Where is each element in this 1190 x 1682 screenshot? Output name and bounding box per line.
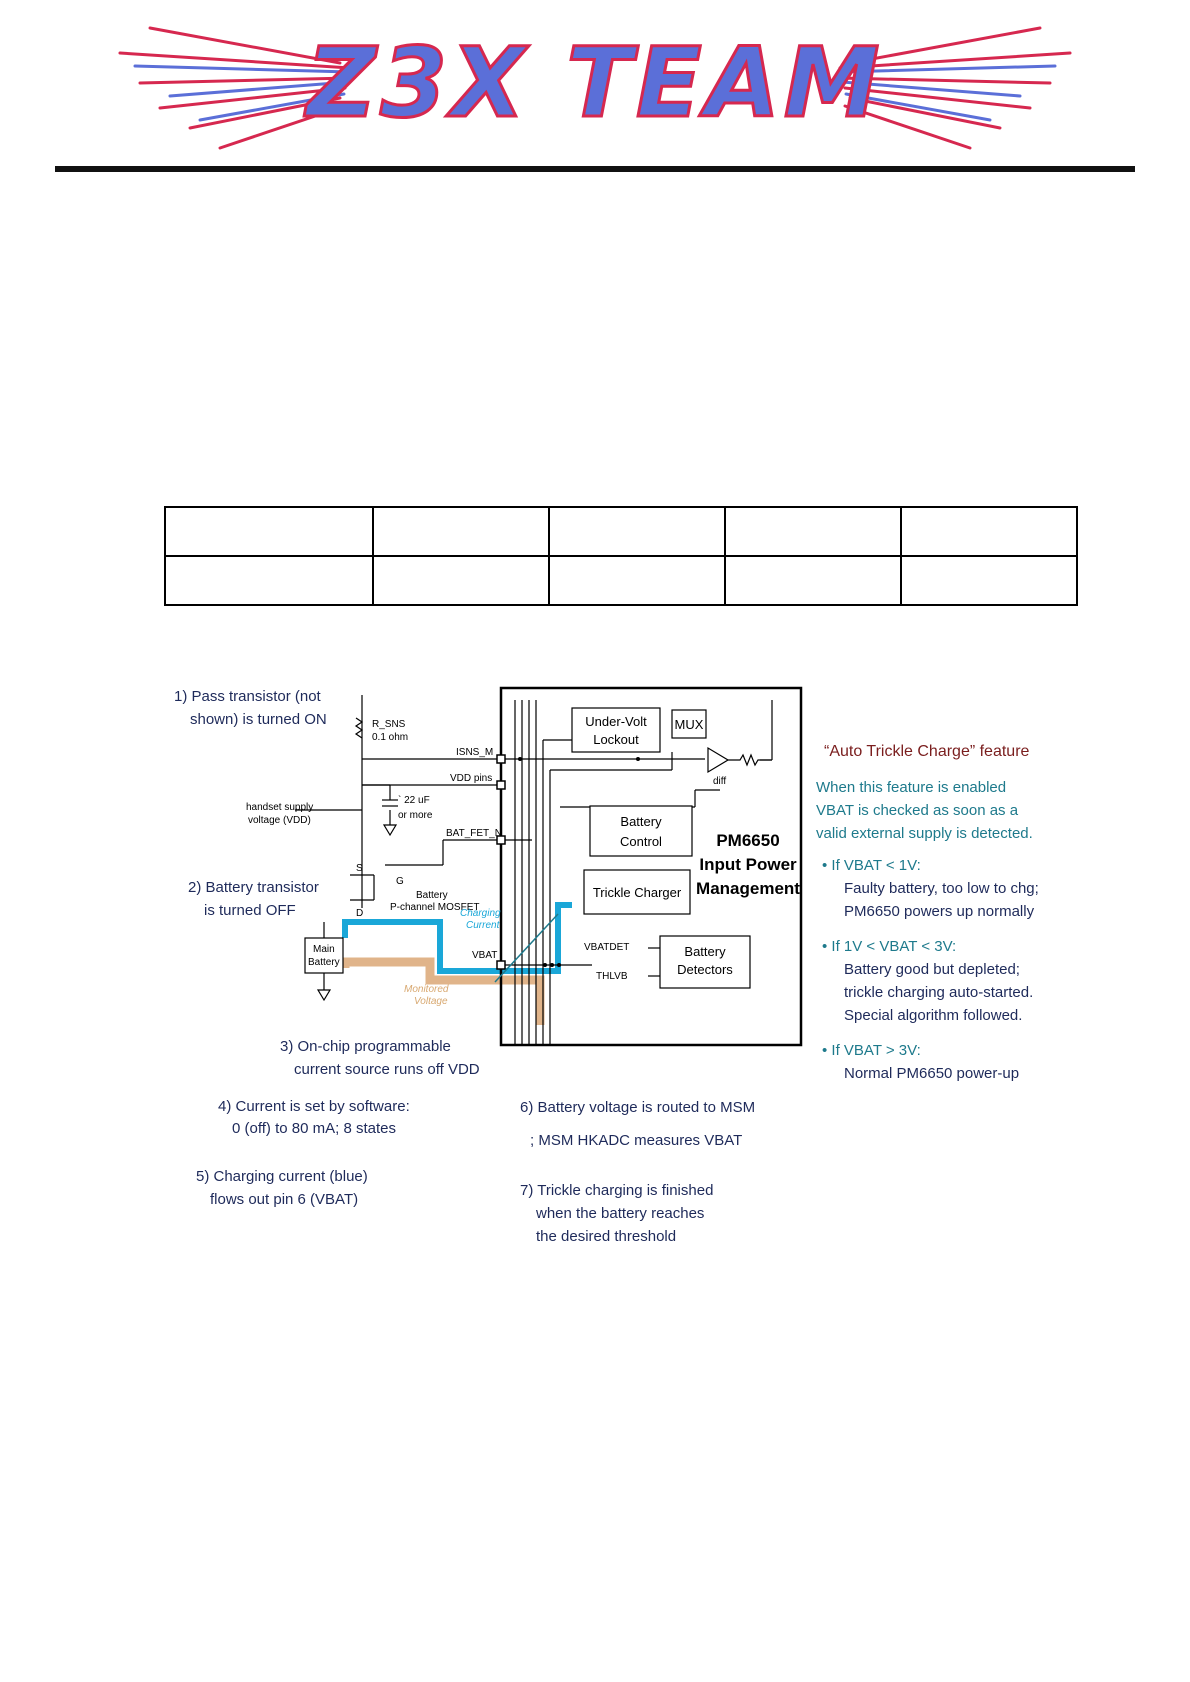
feature-bullet-2: • If 1V < VBAT < 3V:	[822, 938, 956, 955]
monitored-label-a: Monitored	[404, 984, 449, 995]
table-cell	[372, 506, 550, 557]
d-label: D	[356, 908, 363, 919]
step-3-line-2: current source runs off VDD	[294, 1061, 480, 1078]
mosfet-label-b: P-channel MOSFET	[390, 902, 479, 913]
cap-label-a: ` 22 uF	[398, 794, 430, 806]
table-cell	[164, 555, 374, 606]
step-7-line-1: 7) Trickle charging is finished	[520, 1182, 713, 1199]
diff-amp-icon	[707, 746, 730, 774]
main-battery-label-b: Battery	[308, 957, 340, 968]
feature-bullet-1-a: Faulty battery, too low to chg;	[844, 880, 1039, 897]
battery-detectors-box	[659, 935, 751, 989]
right-wing-icon	[838, 26, 1072, 150]
table-cell	[548, 506, 726, 557]
logo-text: Z3X TEAM	[304, 27, 884, 139]
g-label: G	[396, 876, 404, 887]
r-val-label: 0.1 ohm	[372, 732, 408, 743]
table-row	[164, 555, 1078, 606]
vbatdet-label: VBATDET	[584, 942, 629, 953]
vdd-pins-label: VDD pins	[450, 773, 492, 784]
mosfet-label-a: Battery	[416, 890, 448, 901]
thlvb-label: THLVB	[596, 971, 628, 982]
z3x-team-logo: Z3X TEAM	[118, 26, 1072, 150]
table-cell	[372, 555, 550, 606]
trickle-charger-label: Trickle Charger	[593, 885, 682, 900]
battery-control-box	[589, 805, 693, 857]
trickle-charge-diagram: R_SNS 0.1 ohm ISNS_M VDD pins ` 22 uF or…	[174, 686, 1039, 1245]
vdd-label-b: voltage (VDD)	[248, 815, 311, 826]
table-cell	[548, 555, 726, 606]
step-6-line-1: 6) Battery voltage is routed to MSM	[520, 1099, 755, 1116]
battery-control-label-a: Battery	[620, 814, 662, 829]
feature-bullet-3-a: Normal PM6650 power-up	[844, 1065, 1019, 1082]
isns-label: ISNS_M	[456, 747, 493, 758]
table-row	[164, 506, 1078, 557]
step-4-line-2: 0 (off) to 80 mA; 8 states	[232, 1120, 396, 1137]
battery-detectors-label-b: Detectors	[677, 962, 733, 977]
charging-label-a: Charging	[460, 908, 501, 919]
table-cell	[900, 506, 1078, 557]
table-cell	[900, 555, 1078, 606]
step-1-line-1: 1) Pass transistor (not	[174, 688, 322, 705]
step-3-line-1: 3) On-chip programmable	[280, 1038, 451, 1055]
uvlo-label-a: Under-Volt	[585, 714, 647, 729]
diff-label: diff	[713, 776, 726, 787]
pm6650-chip	[499, 686, 803, 1047]
vdd-label-a: handset supply	[246, 802, 313, 813]
step-6-line-2: ; MSM HKADC measures VBAT	[530, 1132, 742, 1149]
step-1-line-2: shown) is turned ON	[190, 711, 327, 728]
feature-intro-2: VBAT is checked as soon as a	[816, 802, 1019, 819]
table-cell	[724, 555, 902, 606]
charging-label-b: Current	[466, 920, 501, 931]
step-7-line-2: when the battery reaches	[535, 1205, 704, 1222]
battery-control-label-b: Control	[620, 834, 662, 849]
left-wing-icon	[118, 26, 352, 150]
table-cell	[164, 506, 374, 557]
feature-title: “Auto Trickle Charge” feature	[824, 743, 1030, 760]
feature-intro-1: When this feature is enabled	[816, 779, 1006, 796]
pm6650-title-b: Input Power	[699, 855, 797, 874]
step-5-line-2: flows out pin 6 (VBAT)	[210, 1191, 358, 1208]
batfet-label: BAT_FET_N	[446, 828, 502, 839]
uvlo-label-b: Lockout	[593, 732, 639, 747]
under-volt-lockout-box	[571, 707, 661, 753]
data-table	[164, 506, 1078, 606]
table-cell	[724, 506, 902, 557]
vbat-label: VBAT	[472, 950, 497, 961]
step-2-line-2: is turned OFF	[204, 902, 296, 919]
mux-box	[671, 709, 707, 739]
feature-intro-3: valid external supply is detected.	[816, 825, 1033, 842]
monitored-voltage-path	[340, 957, 545, 1025]
pm6650-title-a: PM6650	[716, 831, 779, 850]
feature-bullet-1: • If VBAT < 1V:	[822, 857, 921, 874]
feature-bullet-1-b: PM6650 powers up normally	[844, 903, 1035, 920]
step-4-line-1: 4) Current is set by software:	[218, 1098, 410, 1115]
main-battery-box	[304, 937, 344, 974]
r-sns-label: R_SNS	[372, 719, 406, 730]
step-5-line-1: 5) Charging current (blue)	[196, 1168, 368, 1185]
feature-bullet-2-c: Special algorithm followed.	[844, 1007, 1022, 1024]
s-label: S	[356, 863, 363, 874]
feature-bullet-2-a: Battery good but depleted;	[844, 961, 1020, 978]
step-2-line-1: 2) Battery transistor	[188, 879, 319, 896]
pm6650-title-c: Management	[696, 879, 800, 898]
battery-detectors-label-a: Battery	[684, 944, 726, 959]
feature-bullet-3: • If VBAT > 3V:	[822, 1042, 921, 1059]
mux-label: MUX	[675, 717, 704, 732]
header-rule	[55, 166, 1135, 172]
cap-label-b: or more	[398, 810, 433, 821]
step-7-line-3: the desired threshold	[536, 1228, 676, 1245]
charging-current-path	[342, 902, 572, 974]
monitored-label-b: Voltage	[414, 996, 448, 1007]
trickle-charger-box	[583, 869, 691, 915]
feature-bullet-2-b: trickle charging auto-started.	[844, 984, 1033, 1001]
main-battery-label-a: Main	[313, 944, 335, 955]
